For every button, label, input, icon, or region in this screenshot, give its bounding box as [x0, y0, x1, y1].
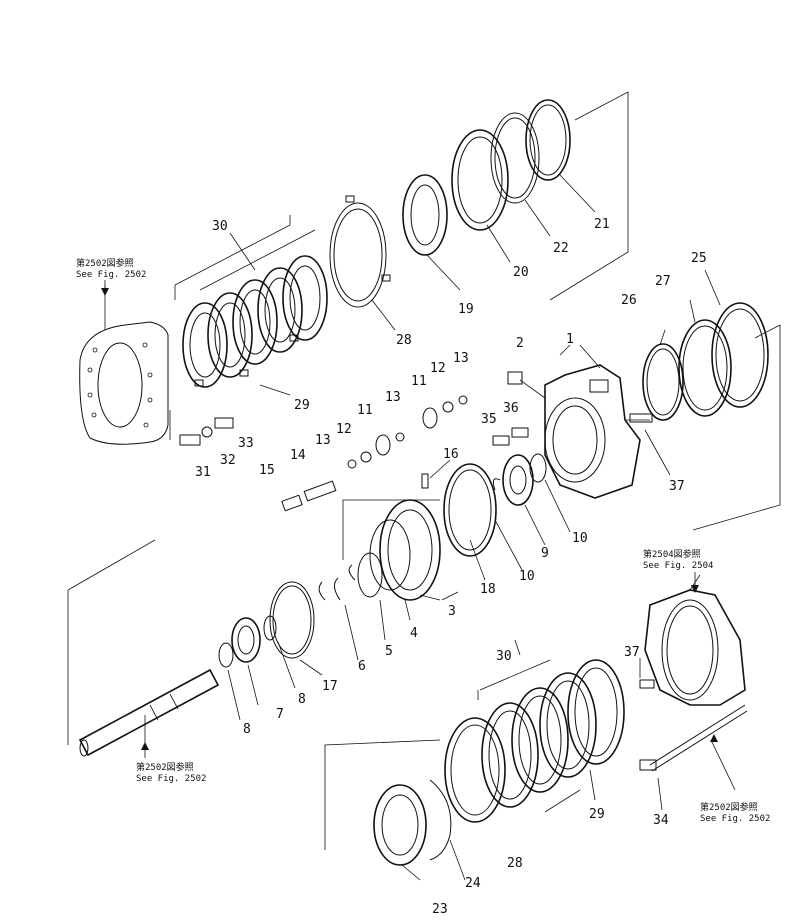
label-part-12b: 12 — [336, 422, 352, 437]
label-part-22: 22 — [553, 241, 569, 256]
leader-lines — [227, 232, 721, 811]
label-part-15: 15 — [259, 463, 275, 478]
label-part-33: 33 — [238, 436, 254, 451]
part-number-labels: 1 2 3 4 5 6 7 8 8 9 10 10 11 11 12 12 13… — [195, 217, 707, 917]
label-part-27: 27 — [655, 274, 671, 289]
label-part-31: 31 — [195, 465, 211, 480]
label-part-14: 14 — [290, 448, 306, 463]
label-part-16: 16 — [443, 447, 459, 462]
label-part-30a: 30 — [212, 219, 228, 234]
label-part-34: 34 — [653, 813, 669, 828]
label-part-30b: 30 — [496, 649, 512, 664]
label-part-37b: 37 — [624, 645, 640, 660]
label-part-6: 6 — [358, 659, 366, 674]
label-part-10a: 10 — [572, 531, 588, 546]
label-part-25: 25 — [691, 251, 707, 266]
ref-right-mid-en: See Fig. 2504 — [643, 561, 713, 571]
housing-part-1 — [544, 344, 653, 499]
ref-bottom-right-en: See Fig. 2502 — [700, 814, 770, 824]
shaft-group — [78, 581, 315, 757]
label-part-37a: 37 — [669, 479, 685, 494]
ring-group-top — [402, 99, 596, 291]
end-plate-top-left — [79, 285, 169, 445]
group-brackets — [67, 91, 781, 850]
ref-top-left-jp: 第2502図参照 — [76, 257, 134, 269]
carrier-assembly — [318, 453, 547, 601]
label-part-32: 32 — [220, 453, 236, 468]
reference-notes: 第2502図参照 See Fig. 2502 第2502図参照 See Fig.… — [76, 257, 770, 824]
label-part-8b: 8 — [243, 722, 251, 737]
label-part-26: 26 — [621, 293, 637, 308]
ring-group-bottom — [373, 779, 466, 881]
label-part-18: 18 — [480, 582, 496, 597]
label-part-19: 19 — [458, 302, 474, 317]
ring-group-right — [642, 302, 769, 421]
label-part-17: 17 — [322, 679, 338, 694]
label-part-13b: 13 — [385, 390, 401, 405]
ref-shaft-en: See Fig. 2502 — [136, 774, 206, 784]
label-part-36: 36 — [503, 401, 519, 416]
label-part-20: 20 — [513, 265, 529, 280]
label-part-24: 24 — [465, 876, 481, 891]
label-part-23: 23 — [432, 902, 448, 915]
label-part-28b: 28 — [507, 856, 523, 871]
label-part-29a: 29 — [294, 398, 310, 413]
ref-shaft-jp: 第2502図参照 — [136, 761, 194, 773]
label-part-11b: 11 — [357, 403, 373, 418]
label-part-3: 3 — [448, 604, 456, 619]
clutch-pack-bottom — [444, 659, 625, 823]
ref-top-left-en: See Fig. 2502 — [76, 270, 146, 280]
label-part-11a: 11 — [411, 374, 427, 389]
label-part-2: 2 — [516, 336, 524, 351]
label-part-28a: 28 — [396, 333, 412, 348]
label-part-12a: 12 — [430, 361, 446, 376]
label-part-29b: 29 — [589, 807, 605, 822]
ref-bottom-right-jp: 第2502図参照 — [700, 801, 758, 813]
label-part-10b: 10 — [519, 569, 535, 584]
label-part-13a: 13 — [453, 351, 469, 366]
label-part-7: 7 — [276, 707, 284, 722]
label-part-35: 35 — [481, 412, 497, 427]
small-parts — [169, 371, 546, 512]
label-part-9: 9 — [541, 546, 549, 561]
label-part-13c: 13 — [315, 433, 331, 448]
ref-right-mid-jp: 第2504図参照 — [643, 548, 701, 560]
end-plate-bottom-right — [639, 574, 748, 791]
clutch-pack-top — [182, 195, 396, 388]
label-part-5: 5 — [385, 644, 393, 659]
label-part-8a: 8 — [298, 692, 306, 707]
label-part-1: 1 — [566, 332, 574, 347]
label-part-4: 4 — [410, 626, 418, 641]
label-part-21: 21 — [594, 217, 610, 232]
